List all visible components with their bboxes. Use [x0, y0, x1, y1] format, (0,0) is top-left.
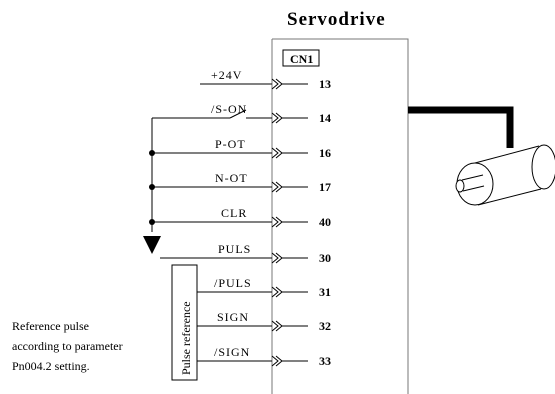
connector-chevron-icon: [271, 181, 279, 193]
connector-chevron-icon: [275, 78, 283, 90]
signal-row: N-OT 17: [152, 171, 331, 194]
reference-pulse-note: Reference pulse according to parameter P…: [12, 319, 123, 373]
pin-number: 17: [319, 180, 331, 194]
ground-arrow-icon: [143, 236, 161, 254]
signal-label: PULS: [218, 242, 251, 256]
note-line: Reference pulse: [12, 319, 89, 333]
motor-cable: [408, 106, 514, 148]
note-line: according to parameter: [12, 339, 123, 353]
pin-number: 30: [319, 251, 331, 265]
connector-chevron-icon: [275, 355, 283, 367]
pulse-reference-box: [171, 264, 198, 381]
pin-number: 32: [319, 319, 331, 333]
connector-chevron-icon: [275, 286, 283, 298]
signal-label: /SIGN: [214, 345, 250, 359]
note-line: Pn004.2 setting.: [12, 359, 90, 373]
pulse-reference-label: Pulse reference: [179, 301, 193, 375]
connector-chevron-icon: [275, 216, 283, 228]
signal-row: SIGN 32: [197, 310, 331, 333]
signal-label: CLR: [221, 206, 247, 220]
switch-icon: [229, 109, 272, 119]
pin-number: 31: [319, 285, 331, 299]
common-wire: [143, 117, 230, 254]
motor-icon: [455, 144, 555, 206]
signal-row: CLR 40: [152, 206, 331, 229]
connector-chevron-icon: [271, 216, 279, 228]
connector-chevron-icon: [271, 252, 279, 264]
signal-row: /S-ON 14: [211, 102, 331, 125]
connector-chevron-icon: [271, 320, 279, 332]
pin-number: 16: [319, 146, 331, 160]
connector-chevron-icon: [271, 112, 279, 124]
connector-chevron-icon: [271, 147, 279, 159]
signal-row: PULS 30: [160, 242, 331, 265]
connector-chevron-icon: [275, 181, 283, 193]
signal-row: /SIGN 33: [197, 345, 331, 368]
signal-label: +24V: [211, 68, 242, 82]
junction-dot: [149, 219, 155, 225]
servodrive-title: Servodrive: [287, 9, 386, 30]
signal-row: +24V 13: [200, 68, 331, 91]
connector-chevron-icon: [275, 252, 283, 264]
signal-label: N-OT: [215, 171, 248, 185]
pin-number: 14: [319, 111, 331, 125]
signal-label: SIGN: [217, 310, 249, 324]
pin-number: 40: [319, 215, 331, 229]
connector-chevron-icon: [275, 112, 283, 124]
signal-label: /PULS: [214, 276, 252, 290]
signal-row: P-OT 16: [152, 137, 331, 160]
pin-number: 13: [319, 77, 331, 91]
connector-label: CN1: [290, 52, 313, 66]
signal-label: P-OT: [215, 137, 246, 151]
connector-chevron-icon: [275, 320, 283, 332]
cn1-label-box: [282, 49, 320, 67]
pin-number: 33: [319, 354, 331, 368]
junction-dot: [149, 184, 155, 190]
connector-chevron-icon: [275, 147, 283, 159]
connector-chevron-icon: [271, 355, 279, 367]
junction-dot: [149, 150, 155, 156]
servodrive-box: [272, 38, 409, 394]
connector-chevron-icon: [271, 286, 279, 298]
signal-row: /PULS 31: [197, 276, 331, 299]
signal-label: /S-ON: [211, 102, 247, 116]
connector-chevron-icon: [271, 78, 279, 90]
